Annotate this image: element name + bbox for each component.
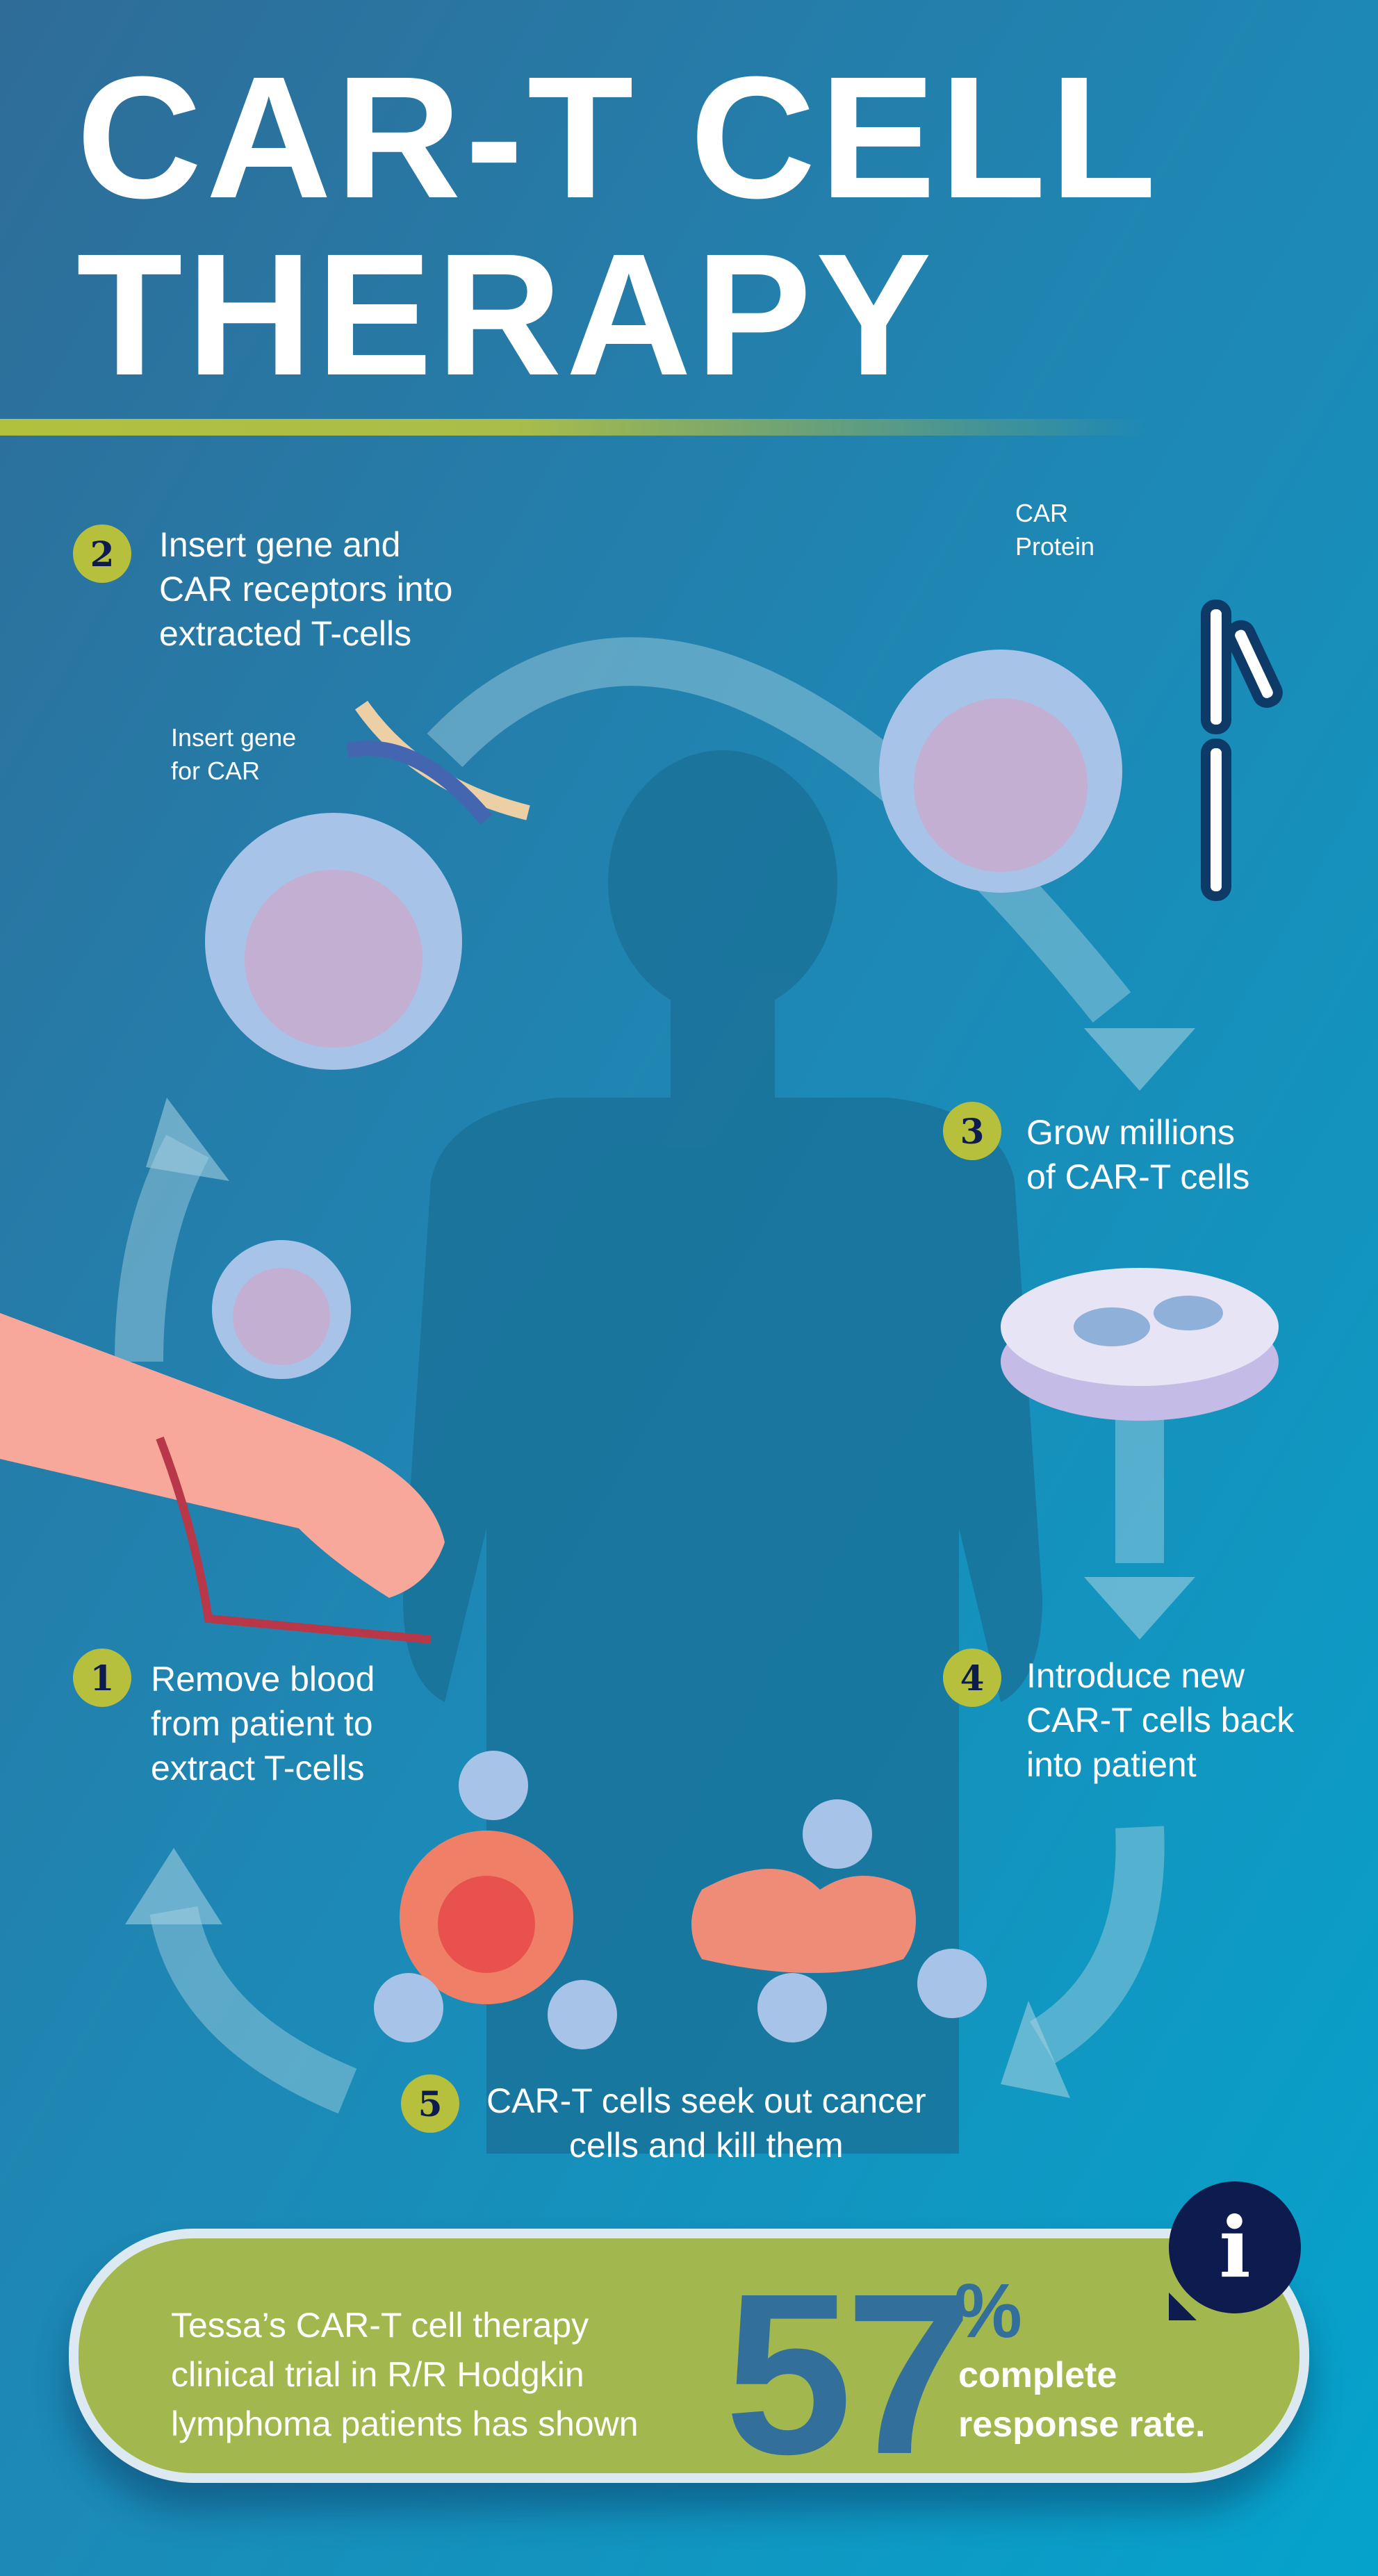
page-title: CAR-T CELL THERAPY — [76, 49, 1160, 403]
step-line: Remove blood — [151, 1660, 375, 1699]
dna-icon — [345, 700, 530, 825]
step-line: of CAR-T cells — [1026, 1157, 1250, 1196]
callout-line: Tessa’s CAR-T cell therapy — [171, 2306, 589, 2345]
step-line: CAR-T cells back — [1026, 1701, 1295, 1740]
title-line-1: CAR-T CELL — [76, 40, 1160, 234]
step-3-badge: 3 — [943, 1102, 1001, 1160]
step-5-text: CAR-T cells seek out cancer cells and ki… — [486, 2079, 926, 2168]
step-1-badge: 1 — [73, 1649, 131, 1707]
step-line: into patient — [1026, 1745, 1197, 1784]
step-line: from patient to — [151, 1704, 373, 1743]
petri-dish-icon — [1001, 1268, 1279, 1421]
step-line: extracted T-cells — [159, 614, 412, 653]
stat-line: response rate. — [958, 2404, 1206, 2445]
callout-line: clinical trial in R/R Hodgkin — [171, 2355, 584, 2394]
result-callout: Tessa’s CAR-T cell therapy clinical tria… — [69, 2229, 1309, 2488]
step-5-badge: 5 — [401, 2074, 459, 2133]
step-line: Grow millions — [1026, 1113, 1236, 1152]
arm-icon — [0, 1313, 445, 1644]
t-cell-step2 — [205, 813, 462, 1070]
car-t-cell-top — [879, 650, 1122, 893]
arrowheads — [125, 1028, 1195, 2098]
label-line: Insert gene — [171, 723, 297, 752]
step-4-badge: 4 — [943, 1649, 1001, 1707]
label-line: CAR — [1015, 499, 1069, 527]
step-line: CAR-T cells seek out cancer — [486, 2081, 926, 2120]
title-line-2: THERAPY — [76, 217, 936, 411]
car-protein-label: CAR Protein — [1015, 497, 1094, 563]
cancer-cell-icon — [400, 1831, 916, 2004]
response-rate-label: complete response rate. — [958, 2351, 1206, 2450]
label-line: for CAR — [171, 757, 261, 785]
title-divider — [0, 419, 1147, 436]
percent-sign: % — [954, 2268, 1022, 2354]
step-2-text: Insert gene and CAR receptors into extra… — [159, 522, 452, 656]
car-t-cells-small — [374, 1751, 987, 2049]
insert-gene-label: Insert gene for CAR — [171, 721, 296, 788]
step-2-badge: 2 — [73, 525, 131, 583]
response-rate-value: 57 — [725, 2245, 973, 2502]
step-line: Insert gene and — [159, 525, 401, 564]
callout-line: lymphoma patients has shown — [171, 2404, 639, 2443]
stat-line: complete — [958, 2355, 1117, 2395]
step-line: cells and kill them — [569, 2126, 844, 2165]
step-line: Introduce new — [1026, 1656, 1245, 1695]
t-cell-small — [212, 1240, 351, 1379]
car-protein-icon — [1201, 600, 1283, 901]
step-3-text: Grow millions of CAR-T cells — [1026, 1110, 1249, 1199]
callout-text: Tessa’s CAR-T cell therapy clinical tria… — [171, 2301, 639, 2449]
step-line: extract T-cells — [151, 1749, 365, 1787]
info-icon: i — [1169, 2181, 1301, 2320]
step-1-text: Remove blood from patient to extract T-c… — [151, 1657, 375, 1790]
label-line: Protein — [1015, 532, 1095, 561]
step-line: CAR receptors into — [159, 570, 453, 609]
step-4-text: Introduce new CAR-T cells back into pati… — [1026, 1653, 1294, 1787]
